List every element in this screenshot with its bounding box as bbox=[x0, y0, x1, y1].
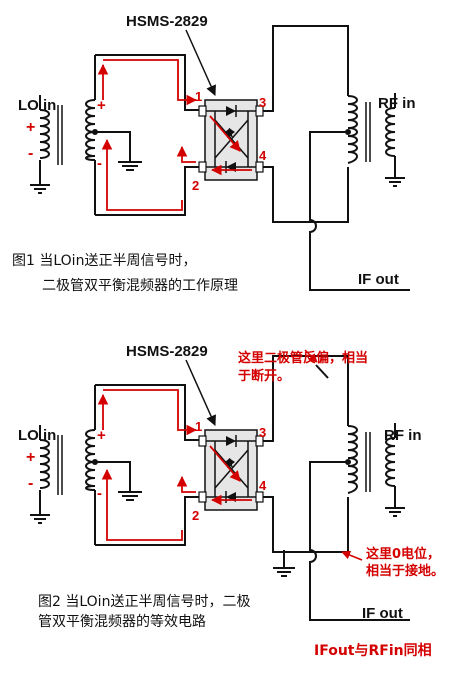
figure-2-caption-line-2: 管双平衡混频器的等效电路 bbox=[38, 613, 206, 630]
figure-2-reverse-pointer bbox=[304, 349, 318, 363]
figure-2-node-ground bbox=[273, 550, 295, 577]
figure-2-if-label: IF out bbox=[362, 605, 403, 622]
figure-2-ground-note-line-2: 相当于接地。 bbox=[366, 563, 444, 579]
figure-1-lo-plus: + bbox=[26, 119, 35, 136]
figure-1-pin-1: 1 bbox=[195, 89, 202, 104]
figure-2-lo-minus: - bbox=[28, 475, 33, 492]
figure-1-rf-label: RF in bbox=[378, 95, 416, 112]
figure-2-part-label: HSMS-2829 bbox=[126, 343, 208, 360]
figure-2-part-pointer bbox=[185, 359, 216, 426]
figure-1-if-label: IF out bbox=[358, 271, 399, 288]
figure-1-caption-line-2: 二极管双平衡混频器的工作原理 bbox=[42, 278, 238, 294]
figure-1-part-pointer bbox=[185, 29, 216, 96]
figure-1-part-label: HSMS-2829 bbox=[126, 13, 208, 30]
figure-2-pin-1: 1 bbox=[195, 419, 202, 434]
figure-2-pin-4: 4 bbox=[259, 478, 267, 493]
figure-2-pin-3: 3 bbox=[259, 425, 266, 440]
figure-1-pin-2: 2 bbox=[192, 178, 199, 193]
figure-1-sec-plus: + bbox=[97, 97, 106, 114]
figure-2-lo-label: LO in bbox=[18, 427, 56, 444]
figure-2-ground-pointer bbox=[341, 550, 363, 561]
figure-2-circuit bbox=[29, 355, 411, 621]
figure-2-reverse-note-line-1: 这里二极管反偏，相当 bbox=[238, 350, 368, 366]
figure-2-ground-note-line-1: 这里0电位， bbox=[366, 546, 440, 562]
figure-1-lo-label: LO in bbox=[18, 97, 56, 114]
figure-1-lo-minus: - bbox=[28, 145, 33, 162]
figure-1-pin-4: 4 bbox=[259, 148, 267, 163]
figure-2-caption-line-1: 图2 当LOin送正半周信号时，二极 bbox=[38, 594, 250, 610]
figure-1-sec-minus: - bbox=[97, 155, 102, 172]
figure-2-phase-note: IFout与RFin同相 bbox=[314, 642, 432, 659]
figure-2: HSMS-2829 LO in + - + - 1 2 3 4 RF in IF… bbox=[18, 343, 444, 659]
figure-2-rf-label: RF in bbox=[384, 427, 422, 444]
figure-2-sec-plus: + bbox=[97, 427, 106, 444]
figure-1-caption-line-1: 图1 当LOin送正半周信号时， bbox=[12, 253, 196, 269]
figure-1-circuit bbox=[29, 25, 411, 291]
figure-2-lo-plus: + bbox=[26, 449, 35, 466]
figure-2-reverse-note-line-2: 于断开。 bbox=[238, 368, 290, 384]
figure-2-pin-2: 2 bbox=[192, 508, 199, 523]
figure-1-pin-3: 3 bbox=[259, 95, 266, 110]
figure-1: HSMS-2829 LO in + - + - 1 2 3 4 RF in IF… bbox=[12, 13, 416, 294]
figure-2-open-switch bbox=[315, 364, 329, 379]
figure-2-sec-minus: - bbox=[97, 485, 102, 502]
